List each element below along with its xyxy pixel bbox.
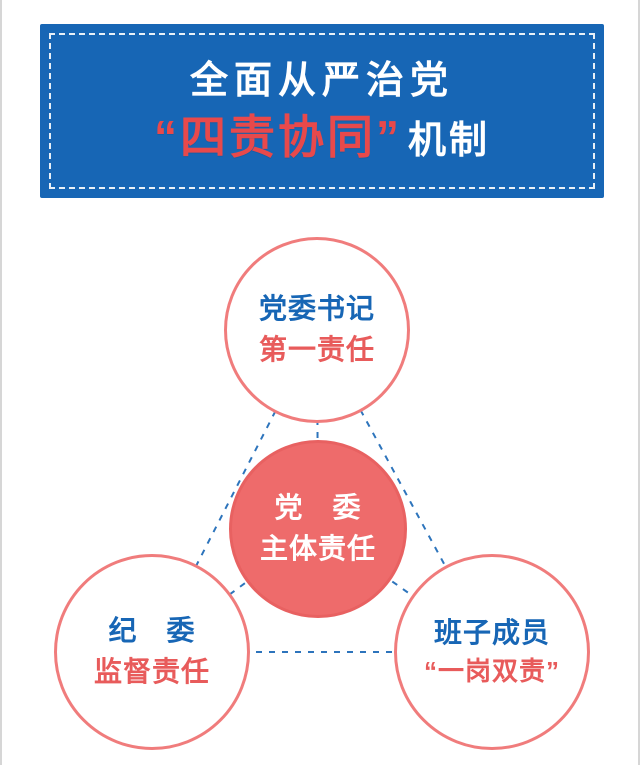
banner-suffix-text: 机制 bbox=[407, 120, 490, 163]
node-party-secretary: 党委书记 第一责任 bbox=[224, 237, 410, 423]
title-banner: 全面从严治党 “四责协同” 机制 bbox=[40, 24, 604, 198]
node-party-secretary-title: 党委书记 bbox=[258, 293, 375, 325]
banner-dashed-border: 全面从严治党 “四责协同” 机制 bbox=[49, 33, 595, 189]
node-team-members-title: 班子成员 bbox=[433, 616, 550, 648]
connector-center-right-line bbox=[317, 528, 493, 653]
banner-quoted-text: “四责协同” bbox=[153, 111, 402, 164]
node-party-secretary-subtitle: 第一责任 bbox=[258, 334, 375, 365]
banner-title-line1: 全面从严治党 bbox=[189, 59, 454, 102]
node-team-members-subtitle: “一岗双责” bbox=[423, 656, 560, 687]
connector-top-right-line bbox=[316, 329, 493, 653]
node-party-committee: 党 委 主体责任 bbox=[229, 440, 407, 618]
node-party-committee-subtitle: 主体责任 bbox=[259, 533, 376, 564]
banner-title-line2: “四责协同” 机制 bbox=[154, 112, 490, 163]
node-party-committee-title: 党 委 bbox=[274, 492, 362, 524]
node-discipline-committee: 纪 委 监督责任 bbox=[54, 554, 250, 750]
node-discipline-committee-subtitle: 监督责任 bbox=[93, 656, 210, 687]
node-team-members: 班子成员 “一岗双责” bbox=[394, 554, 590, 750]
node-discipline-committee-title: 纪 委 bbox=[108, 615, 196, 647]
